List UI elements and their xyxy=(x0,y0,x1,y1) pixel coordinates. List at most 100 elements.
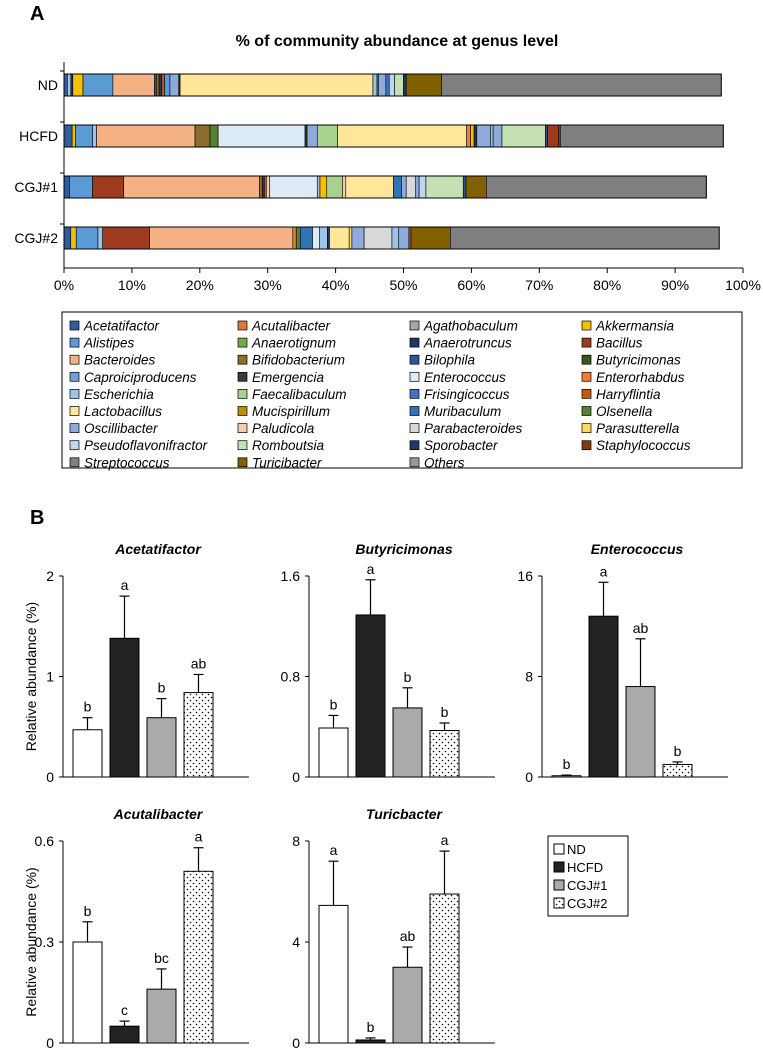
x-tick-label: 90% xyxy=(661,277,689,293)
legend-label: Sporobacter xyxy=(424,438,498,453)
legend-swatch xyxy=(69,406,80,416)
bar xyxy=(625,686,656,778)
bar-segment xyxy=(337,124,467,148)
bar xyxy=(551,775,582,778)
bar-segment xyxy=(306,124,318,148)
bar xyxy=(72,941,103,1044)
significance-letter: a xyxy=(330,842,338,858)
y-tick-label: 0 xyxy=(292,769,300,785)
group-legend-swatch xyxy=(553,897,565,909)
x-tick-label: 80% xyxy=(593,277,621,293)
bar-segment xyxy=(385,73,390,97)
legend-swatch xyxy=(69,423,80,433)
legend-label: Frisingicoccus xyxy=(424,387,510,402)
panel-title: Turicbacter xyxy=(366,806,444,822)
legend-swatch xyxy=(69,320,80,331)
bar xyxy=(109,1025,140,1044)
bar-segment xyxy=(398,226,410,250)
stacked-chart-title: % of community abundance at genus level xyxy=(236,33,559,50)
bar-segment xyxy=(393,175,402,199)
bar-segment xyxy=(312,226,320,250)
bar-segment xyxy=(372,73,378,97)
legend-swatch xyxy=(69,337,80,348)
bar xyxy=(109,637,140,778)
x-tick-label: 50% xyxy=(389,277,417,293)
bar-segment xyxy=(547,124,559,148)
bar-segment xyxy=(329,226,350,250)
significance-letter: b xyxy=(441,704,449,720)
legend-swatch xyxy=(581,337,592,348)
x-tick-label: 20% xyxy=(186,277,214,293)
significance-letter: a xyxy=(600,563,608,579)
legend-swatch xyxy=(69,354,80,365)
bar-segment xyxy=(405,175,417,199)
bar-segment xyxy=(342,175,347,199)
legend-label: Bacillus xyxy=(596,336,643,351)
significance-letter: b xyxy=(330,696,338,712)
bar-segment xyxy=(67,73,72,97)
y-tick-label: 0.8 xyxy=(281,669,301,685)
bar-segment xyxy=(194,124,211,148)
bar-segment xyxy=(299,226,313,250)
legend-label: Others xyxy=(424,455,465,470)
legend-swatch xyxy=(409,406,420,416)
significance-letter: a xyxy=(195,829,203,845)
bar-segment xyxy=(97,226,104,250)
x-tick-label: 30% xyxy=(254,277,282,293)
panel-b-label: B xyxy=(30,507,44,529)
legend-swatch xyxy=(237,423,248,433)
legend-label: Agathobaculum xyxy=(423,319,518,334)
bar-segment xyxy=(348,226,353,250)
bar-segment xyxy=(326,175,343,199)
bar-segment xyxy=(465,175,487,199)
legend-swatch xyxy=(237,440,248,451)
legend-swatch xyxy=(409,423,420,433)
bar-segment xyxy=(63,124,73,148)
group-legend-label: CGJ#1 xyxy=(567,878,607,893)
legend-swatch xyxy=(581,423,592,433)
x-tick-label: 40% xyxy=(322,277,350,293)
row-label: CGJ#1 xyxy=(14,179,58,195)
bar-segment xyxy=(378,73,387,97)
bar-segment xyxy=(410,226,451,250)
bar-segment xyxy=(418,175,427,199)
bar-segment xyxy=(486,175,707,199)
bar-segment xyxy=(92,175,125,199)
legend-swatch xyxy=(409,440,420,451)
bar-segment xyxy=(292,226,297,250)
significance-letter: b xyxy=(84,903,92,919)
bar-segment xyxy=(102,226,150,250)
legend-label: Faecalibaculum xyxy=(252,387,347,402)
bar-segment xyxy=(63,73,68,97)
bar xyxy=(183,692,214,778)
bar-segment xyxy=(476,124,491,148)
bar-segment xyxy=(112,73,155,97)
group-legend-swatch xyxy=(553,879,565,891)
legend-label: Enterococcus xyxy=(424,370,506,385)
legend-label: Mucispirillum xyxy=(252,404,330,419)
y-tick-label: 0.3 xyxy=(35,934,55,950)
bar-segment xyxy=(492,124,503,148)
legend-swatch xyxy=(409,389,420,399)
bar xyxy=(146,988,177,1044)
legend-swatch xyxy=(69,371,80,382)
y-axis-label: Relative abundance (%) xyxy=(23,602,39,751)
bar-segment xyxy=(259,175,263,199)
x-tick-label: 60% xyxy=(457,277,485,293)
bar-segment xyxy=(490,124,494,148)
x-tick-label: 70% xyxy=(525,277,553,293)
bar-segment xyxy=(264,175,267,199)
legend-swatch xyxy=(409,320,420,331)
legend-swatch xyxy=(581,371,592,382)
group-legend-swatch xyxy=(553,843,565,855)
bar-segment xyxy=(158,73,163,97)
bar-segment xyxy=(217,124,306,148)
bar-segment xyxy=(391,226,400,250)
y-tick-label: 1 xyxy=(46,669,54,685)
x-tick-label: 0% xyxy=(54,277,74,293)
bar-segment xyxy=(63,175,70,199)
bar-segment xyxy=(545,124,548,148)
legend-label: Anaerotignum xyxy=(251,336,336,351)
significance-letter: b xyxy=(84,699,92,715)
